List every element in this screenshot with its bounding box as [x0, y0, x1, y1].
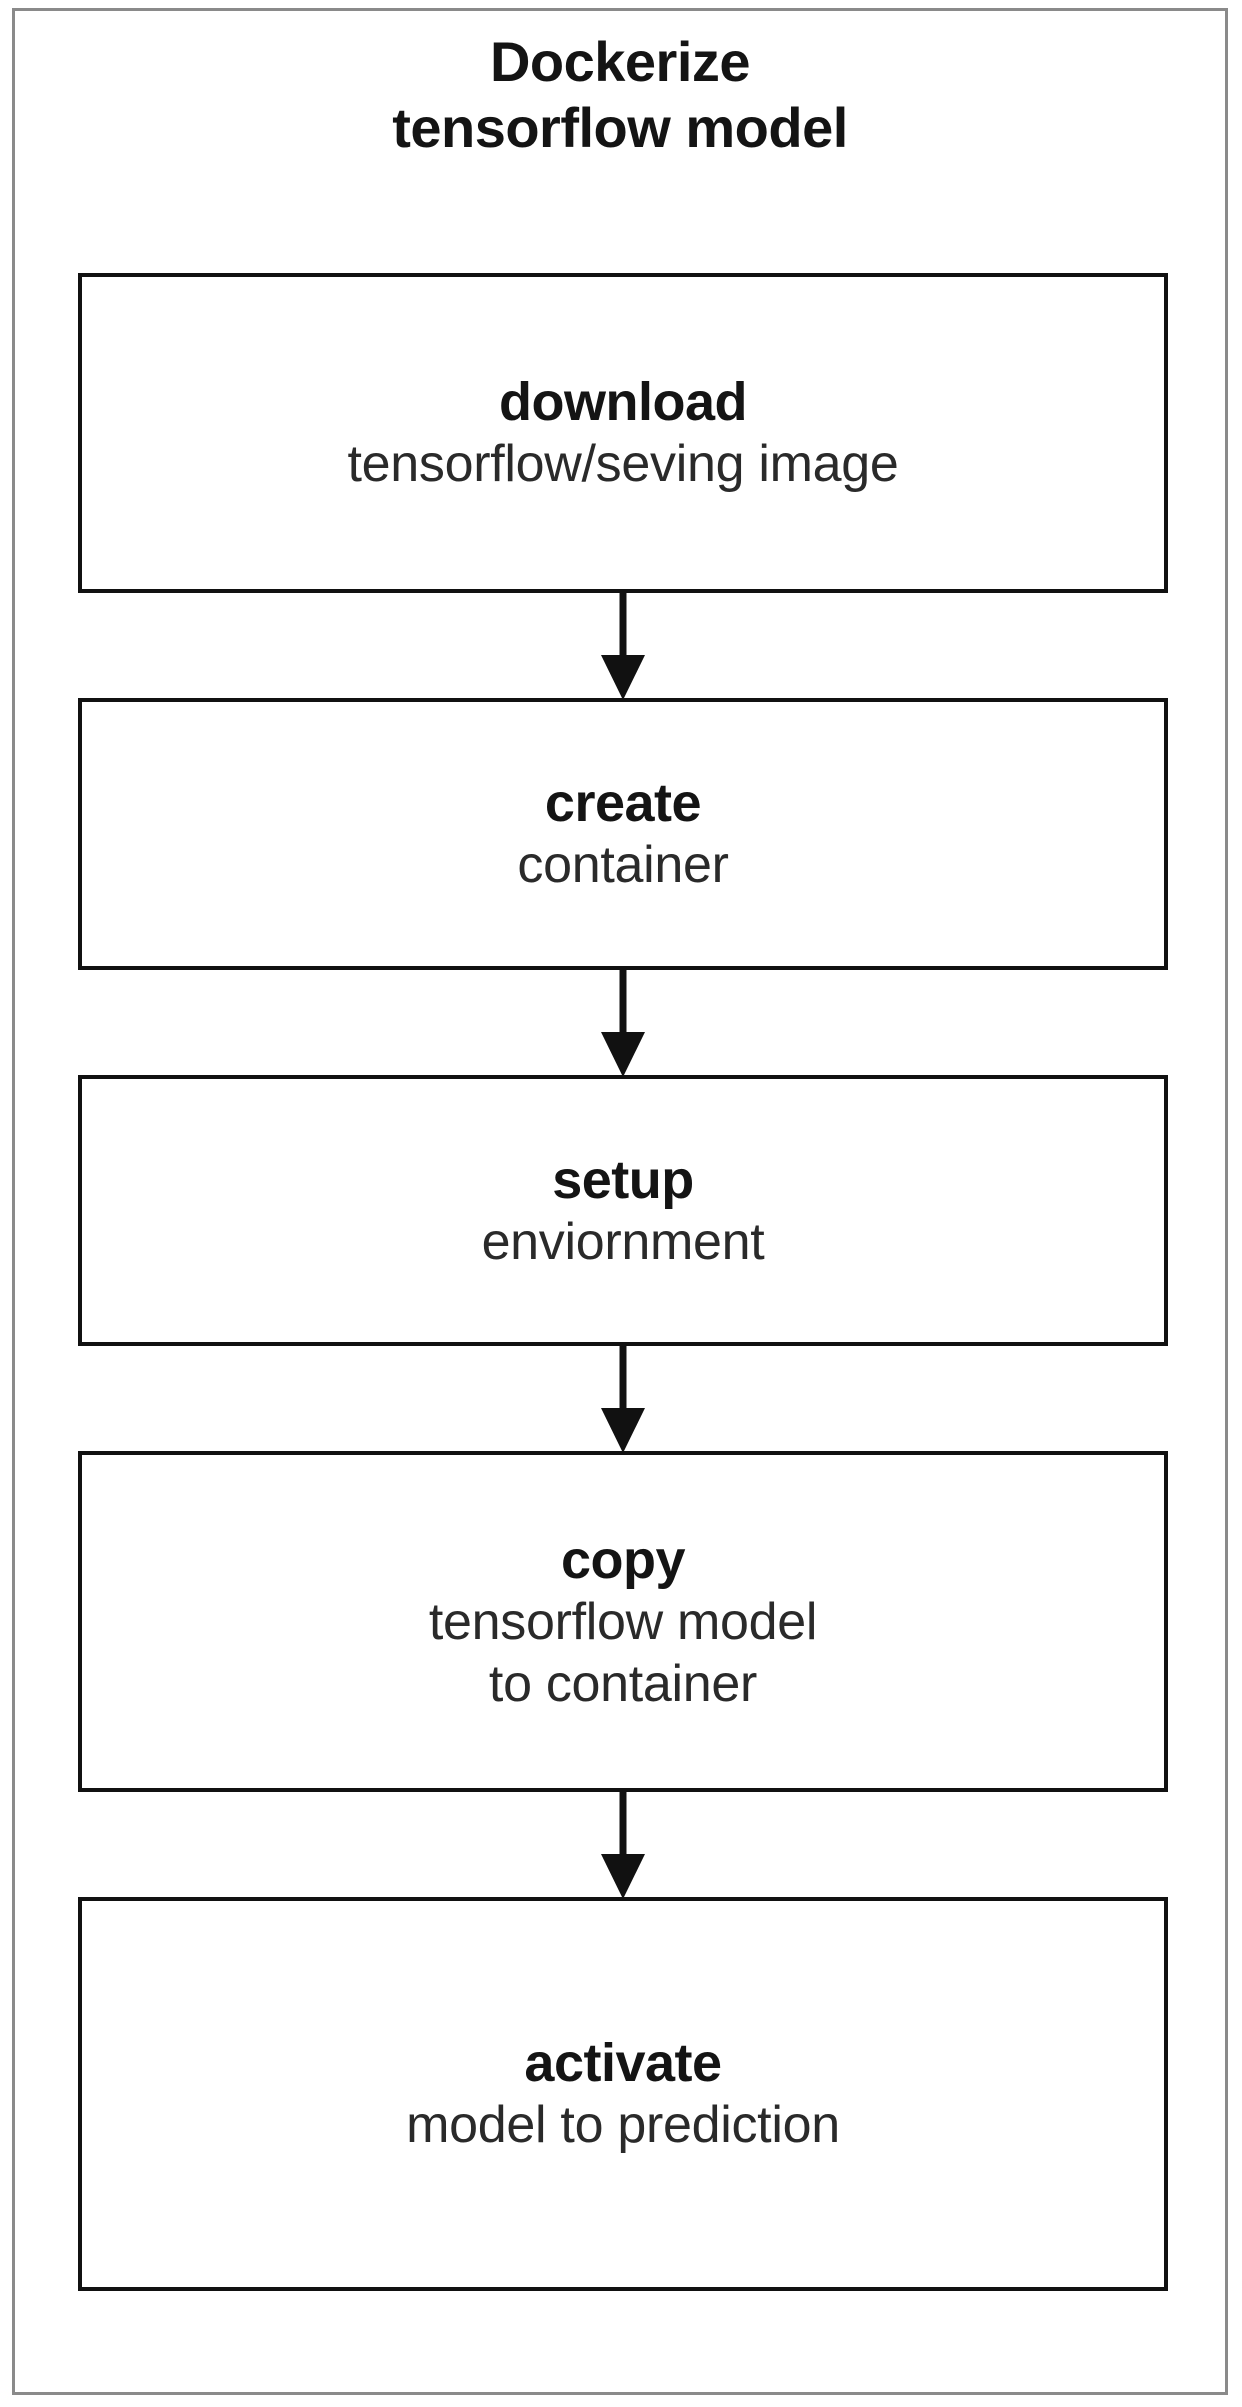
arrow-shaft [619, 1346, 627, 1424]
flow-step-setup-title: setup [552, 1149, 694, 1210]
flow-step-copy-detail-line-1: tensorflow model [428, 1592, 818, 1651]
arrow-down-icon [601, 1032, 645, 1077]
flow-step-copy-detail-line-2: to container [488, 1654, 758, 1713]
arrow-down-icon [601, 655, 645, 700]
flow-arrow-download-to-create [78, 593, 1168, 700]
flow-step-setup[interactable]: setup enviornment [78, 1075, 1168, 1346]
arrow-down-icon [601, 1408, 645, 1453]
arrow-shaft [619, 1792, 627, 1870]
flow-step-create-detail-line-1: container [517, 836, 729, 894]
flow-step-activate-detail: model to prediction [406, 2094, 840, 2156]
flow-step-create-detail: container [517, 834, 729, 896]
flow-step-setup-detail: enviornment [482, 1211, 765, 1273]
diagram-outer-frame: Dockerize tensorflow model download tens… [12, 8, 1228, 2395]
diagram-title-line-1: Dockerize [489, 30, 751, 93]
flow-step-copy[interactable]: copy tensorflow model to container [78, 1451, 1168, 1792]
diagram-title: Dockerize tensorflow model [15, 29, 1225, 161]
flowchart-steps-column: download tensorflow/seving image create … [78, 273, 1168, 2291]
flow-step-download-detail: tensorflow/seving image [348, 433, 899, 495]
flow-step-download-title: download [499, 372, 747, 432]
arrow-shaft [619, 593, 627, 671]
arrow-down-icon [601, 1854, 645, 1899]
flow-step-copy-title: copy [560, 1529, 686, 1590]
arrow-shaft [619, 970, 627, 1048]
flow-step-create-title: create [544, 773, 702, 833]
flow-arrow-setup-to-copy [78, 1346, 1168, 1453]
flow-step-setup-detail-line-1: enviornment [481, 1212, 765, 1271]
flow-step-activate-title: activate [524, 2033, 722, 2093]
flow-step-create[interactable]: create container [78, 698, 1168, 970]
flow-step-activate-detail-line-1: model to prediction [406, 2096, 840, 2154]
flow-step-activate[interactable]: activate model to prediction [78, 1897, 1168, 2291]
flow-step-download[interactable]: download tensorflow/seving image [78, 273, 1168, 593]
flow-step-copy-detail: tensorflow model to container [428, 1591, 818, 1715]
flow-step-download-detail-line-1: tensorflow/seving image [347, 435, 899, 493]
diagram-title-line-2: tensorflow model [392, 96, 848, 159]
flow-arrow-copy-to-activate [78, 1792, 1168, 1899]
flow-arrow-create-to-setup [78, 970, 1168, 1077]
